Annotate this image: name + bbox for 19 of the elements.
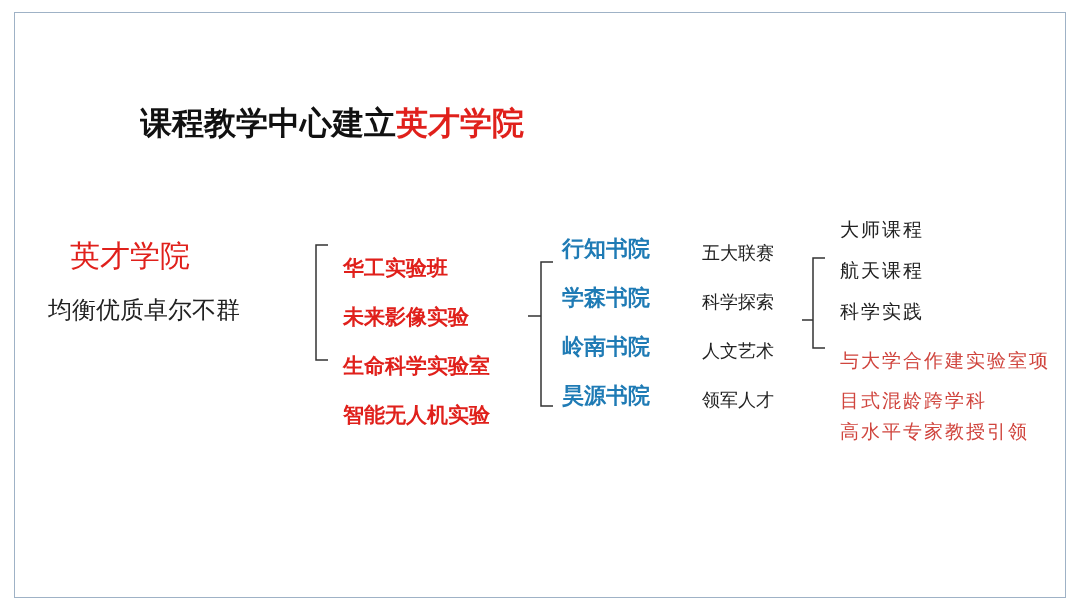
course-label: 与大学合作建实验室项目式混龄跨学科 xyxy=(840,348,1051,413)
program-name: 智能无人机实验 xyxy=(343,403,490,429)
course-label: 高水平专家教授引领 xyxy=(840,420,1029,443)
academy-name: 行知书院 xyxy=(562,236,650,263)
course-label: 大师课程 xyxy=(840,218,924,241)
focus-label: 领军人才 xyxy=(702,389,774,411)
academy-name: 昊源书院 xyxy=(562,383,650,410)
focus-label: 科学探索 xyxy=(702,291,774,313)
course-label: 航天课程 xyxy=(840,259,924,282)
program-name: 生命科学实验室 xyxy=(343,354,490,380)
motto: 均衡优质卓尔不群 xyxy=(48,296,240,325)
program-name: 未来影像实验 xyxy=(343,305,469,331)
program-name: 华工实验班 xyxy=(343,256,448,282)
course-label: 科学实践 xyxy=(840,300,924,323)
focus-label: 人文艺术 xyxy=(702,340,774,362)
focus-label: 五大联赛 xyxy=(702,242,774,264)
academy-name: 学森书院 xyxy=(562,285,650,312)
college-name: 英才学院 xyxy=(70,238,190,274)
academy-name: 岭南书院 xyxy=(562,334,650,361)
